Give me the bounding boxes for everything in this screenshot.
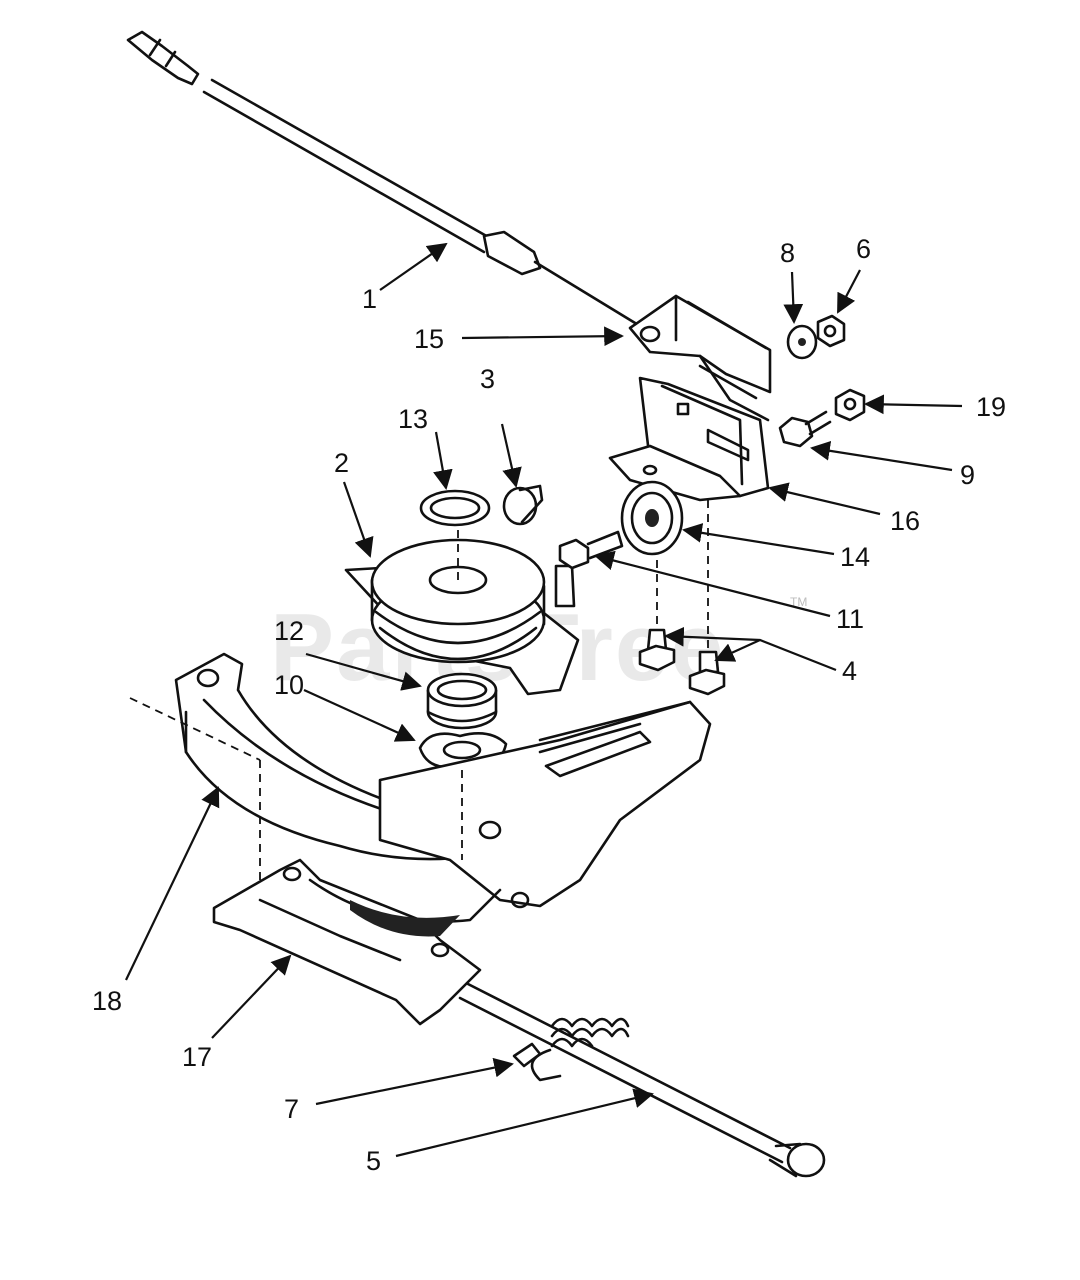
callout-14: 14: [840, 542, 870, 572]
callout-3: 3: [480, 364, 495, 394]
callout-8: 8: [780, 238, 795, 268]
pivot-shaft: [458, 982, 826, 1178]
callout-15: 15: [414, 324, 444, 354]
callout-7: 7: [284, 1094, 299, 1124]
callout-18: 18: [92, 986, 122, 1016]
cotter-pin: [512, 1042, 542, 1068]
watermark-tm: TM: [790, 595, 807, 609]
callout-12: 12: [274, 616, 304, 646]
callout-labels: 1 2 3 4 5 6 7 8 9 10 11 12 13 14 15 16 1…: [92, 234, 1006, 1176]
shoulder-bolt-right: [688, 500, 726, 696]
callout-2: 2: [334, 448, 349, 478]
callout-11: 11: [836, 604, 864, 634]
pivot-bolt: [778, 410, 832, 448]
callout-19: 19: [976, 392, 1006, 422]
lower-bracket: [608, 376, 770, 502]
callout-16: 16: [890, 506, 920, 536]
idler-arm-assembly: [129, 652, 712, 1026]
callout-10: 10: [274, 670, 304, 700]
shoulder-pin: [502, 484, 544, 526]
shoulder-bolt-left: [638, 560, 676, 672]
callout-9: 9: [960, 460, 975, 490]
callout-1: 1: [362, 284, 377, 314]
callout-4: 4: [842, 656, 857, 686]
bushing: [426, 672, 498, 730]
callout-6: 6: [856, 234, 871, 264]
washer: [786, 324, 818, 360]
hex-nut-side: [834, 388, 866, 422]
upper-bracket: [628, 294, 772, 422]
pulley-bolt: [558, 530, 624, 570]
control-cable: [126, 30, 642, 328]
callout-13: 13: [398, 404, 428, 434]
idler-pulley: [344, 530, 580, 696]
leader-lines: [125, 242, 963, 1158]
small-pulley: [620, 480, 684, 556]
callout-17: 17: [182, 1042, 212, 1072]
torsion-spring: [530, 1017, 630, 1082]
retaining-ring: [419, 489, 491, 527]
callout-5: 5: [366, 1146, 381, 1176]
hex-nut-upper: [816, 314, 846, 348]
